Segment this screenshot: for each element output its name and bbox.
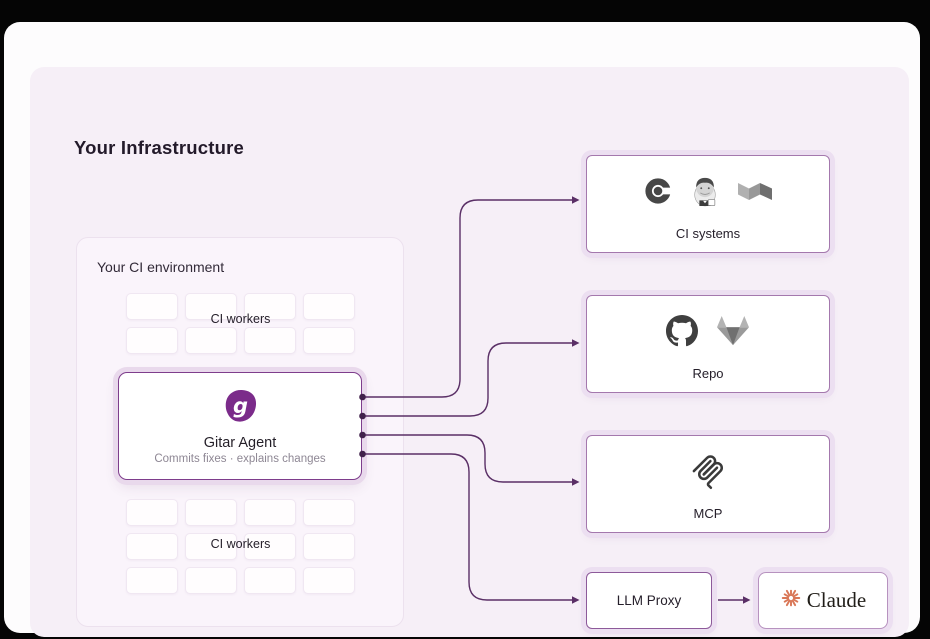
infrastructure-panel: Your Infrastructure Your CI environment … (30, 67, 909, 637)
agent-description: Commits fixes · explains changes (154, 453, 326, 465)
arrowhead (572, 196, 580, 204)
mcp-label: MCP (693, 506, 723, 521)
llm-proxy-label: LLM Proxy (616, 593, 682, 608)
jenkins-icon (690, 174, 720, 213)
app-window: Your Infrastructure Your CI environment … (4, 22, 920, 637)
claude-starburst-icon (780, 587, 802, 614)
mcp-icons (587, 450, 829, 496)
ci-worker-cell (244, 533, 296, 560)
ci-worker-cell (303, 567, 355, 594)
ci-worker-cell (126, 293, 178, 320)
ci-worker-cell (244, 499, 296, 526)
ci-worker-cell (185, 499, 237, 526)
ci-worker-cell (244, 293, 296, 320)
ci-systems-node: CI systems (586, 155, 830, 253)
gitlab-icon (716, 315, 750, 352)
ci-worker-cell (303, 533, 355, 560)
arrowhead (743, 596, 751, 604)
repo-label: Repo (692, 366, 724, 381)
ci-worker-cell (303, 327, 355, 354)
ci-worker-cell (244, 567, 296, 594)
llm-proxy-node: LLM Proxy (586, 572, 712, 629)
ci-workers-grid-bottom (126, 499, 355, 594)
ci-worker-cell (303, 293, 355, 320)
svg-text:g: g (233, 394, 248, 418)
github-icon (666, 314, 698, 352)
agent-name: Gitar Agent (203, 435, 277, 451)
buildkite-icon (738, 179, 772, 208)
page-title: Your Infrastructure (74, 137, 244, 158)
ci-worker-cell (244, 327, 296, 354)
mcp-icon (689, 452, 727, 495)
ci-workers-grid-top (126, 293, 355, 354)
arrowhead (572, 339, 580, 347)
claude-wordmark: Claude (806, 588, 867, 612)
ci-worker-cell (126, 567, 178, 594)
ci-environment-title: Your CI environment (97, 259, 225, 275)
arrowhead (572, 596, 580, 604)
ci-worker-cell (185, 567, 237, 594)
gitar-agent-node: g Gitar Agent Commits fixes · explains c… (118, 372, 362, 480)
ci-workers-label-bottom: CI workers (210, 537, 271, 551)
claude-node: Claude (758, 572, 888, 629)
arrowhead (572, 478, 580, 486)
ci-worker-cell (185, 533, 237, 560)
ci-worker-cell (303, 499, 355, 526)
ci-worker-cell (126, 499, 178, 526)
repo-node: Repo (586, 295, 830, 393)
repo-icons (587, 310, 829, 356)
ci-worker-cell (126, 533, 178, 560)
mcp-node: MCP (586, 435, 830, 533)
circleci-icon (644, 177, 672, 210)
ci-worker-cell (126, 327, 178, 354)
ci-systems-label: CI systems (675, 226, 741, 241)
ci-worker-cell (185, 293, 237, 320)
ci-workers-label-top: CI workers (210, 312, 271, 326)
gitar-pick-icon: g (221, 387, 259, 430)
ci-systems-icons (587, 170, 829, 216)
ci-worker-cell (185, 327, 237, 354)
